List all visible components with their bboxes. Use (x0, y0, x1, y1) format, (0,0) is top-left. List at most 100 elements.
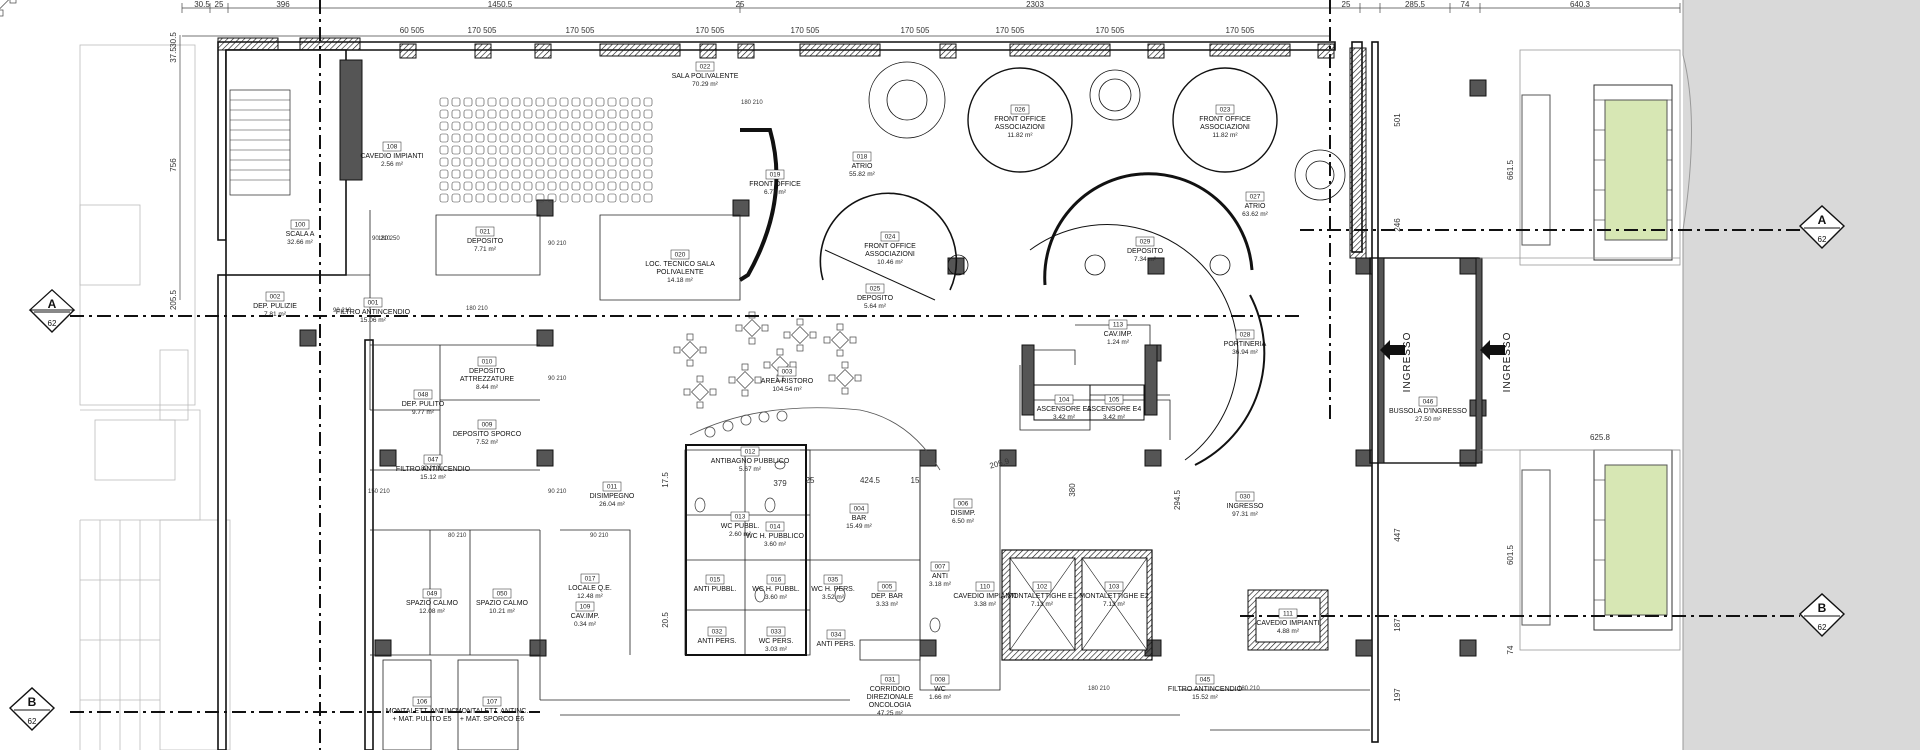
room-number: 100 (295, 222, 306, 229)
front-office-019-wall (738, 128, 779, 282)
room-area: 2.56 m² (381, 161, 404, 168)
section-sheet: 62 (1818, 235, 1827, 244)
room-area: 15.52 m² (1192, 694, 1218, 701)
door-dim: 90 210 (548, 241, 567, 247)
room-name: FRONT OFFICE (994, 116, 1046, 123)
room-name: MONTALETT. ANTINC. (386, 708, 459, 715)
room-area: 47.25 m² (877, 710, 903, 717)
section-lines (70, 0, 1800, 750)
room-number: 027 (1250, 194, 1261, 201)
room-number: 048 (418, 392, 429, 399)
room-name: CAVEDIO IMPIANTI (1256, 620, 1319, 627)
door-dim: 90 210 (548, 376, 567, 382)
door-dim: 150 210 (368, 489, 390, 495)
room-name: POLIVALENTE (656, 269, 704, 276)
room-number: 033 (771, 629, 782, 636)
dim-top-7: 285.5 (1405, 0, 1426, 9)
section-marker-a-left: A 62 (28, 289, 76, 333)
entrance-label: INGRESSO (1402, 332, 1413, 393)
room-number: 015 (710, 577, 721, 584)
bar-counter (689, 407, 941, 471)
entrance-vestibule (1369, 257, 1505, 464)
door-dim: 90 210 (590, 533, 609, 539)
room-number: 024 (885, 234, 896, 241)
room-name: PORTINERIA (1224, 341, 1267, 348)
room-number: 110 (980, 584, 991, 591)
room-number: 050 (497, 591, 508, 598)
room-name: DIREZIONALE (867, 694, 914, 701)
room-name: SALA POLIVALENTE (672, 73, 739, 80)
room-name: MONTALETT. ANTINC. (456, 708, 529, 715)
section-marker-b-left: B 62 (8, 687, 56, 731)
room-name: WC H. PERS. (811, 586, 855, 593)
room-area: 8.44 m² (476, 384, 499, 391)
room-name: DEP. PULITO (402, 401, 445, 408)
dim-top-1: 25 (215, 0, 224, 9)
door-dim: 180 210 (741, 100, 763, 106)
room-name: FRONT OFFICE (864, 243, 916, 250)
room-area: 55.82 m² (849, 171, 875, 178)
room-name: ASSOCIAZIONI (865, 251, 915, 258)
dim-window-1: 170 505 (468, 26, 497, 35)
room-name: SPAZIO CALMO (476, 600, 529, 607)
room-name: BUSSOLA D'INGRESSO (1389, 408, 1468, 415)
room-number: 104 (1059, 397, 1070, 404)
dim-top-6: 25 (1342, 0, 1351, 9)
seating-grid (439, 97, 653, 203)
room-area: 12.08 m² (419, 608, 445, 615)
room-name: MONTALETTIGHE E1 (1007, 593, 1077, 600)
room-name: ASSOCIAZIONI (995, 124, 1045, 131)
door-dim: 90 210 (333, 308, 352, 314)
dim-bar-3: 25 (806, 476, 815, 485)
room-name: FILTRO ANTINCENDIO (396, 466, 471, 473)
section-letter: B (28, 695, 37, 709)
dim-right-1: 246 (1393, 218, 1402, 232)
room-name: + MAT. PULITO E5 (392, 716, 451, 723)
room-area: 5.64 m² (864, 303, 887, 310)
room-name: ATRIO (1245, 203, 1266, 210)
room-area: 1.24 m² (1107, 339, 1130, 346)
room-area: 6.50 m² (952, 518, 975, 525)
room-number: 018 (857, 154, 868, 161)
room-name: SCALA A (286, 231, 315, 238)
room-area: 7.34 m² (1134, 256, 1157, 263)
room-name: CORRIDOIO (870, 686, 911, 693)
room-number: 025 (870, 286, 881, 293)
dim-top-2: 396 (276, 0, 290, 9)
door-dim: 80 210 (421, 466, 440, 472)
room-name: ANTIBAGNO PUBBLICO (711, 458, 790, 465)
dim-right-0: 501 (1393, 113, 1402, 127)
dim-right-2: 661.5 (1506, 159, 1515, 180)
door-dim: 180 210 (1088, 686, 1110, 692)
room-name: FILTRO ANTINCENDIO (1168, 686, 1243, 693)
dim-right-6: 187 (1393, 618, 1402, 632)
room-area: 70.29 m² (692, 81, 718, 88)
room-name: ASSOCIAZIONI (1200, 124, 1250, 131)
room-name: WC H. PUBBL. (752, 586, 800, 593)
dim-window-3: 170 505 (696, 26, 725, 35)
room-name: FRONT OFFICE (749, 181, 801, 188)
room-number: 049 (427, 591, 438, 598)
room-area: 3.18 m² (929, 581, 952, 588)
room-area: 9.77 m² (412, 409, 435, 416)
section-marker-b-right: B 62 (1798, 593, 1846, 637)
section-sheet: 62 (48, 319, 57, 328)
room-area: 7.13 m² (1103, 601, 1126, 608)
room-number: 113 (1113, 322, 1124, 329)
toilets-block (685, 444, 941, 656)
dim-top-4: 25 (736, 0, 745, 9)
room-area: 10.46 m² (877, 259, 903, 266)
